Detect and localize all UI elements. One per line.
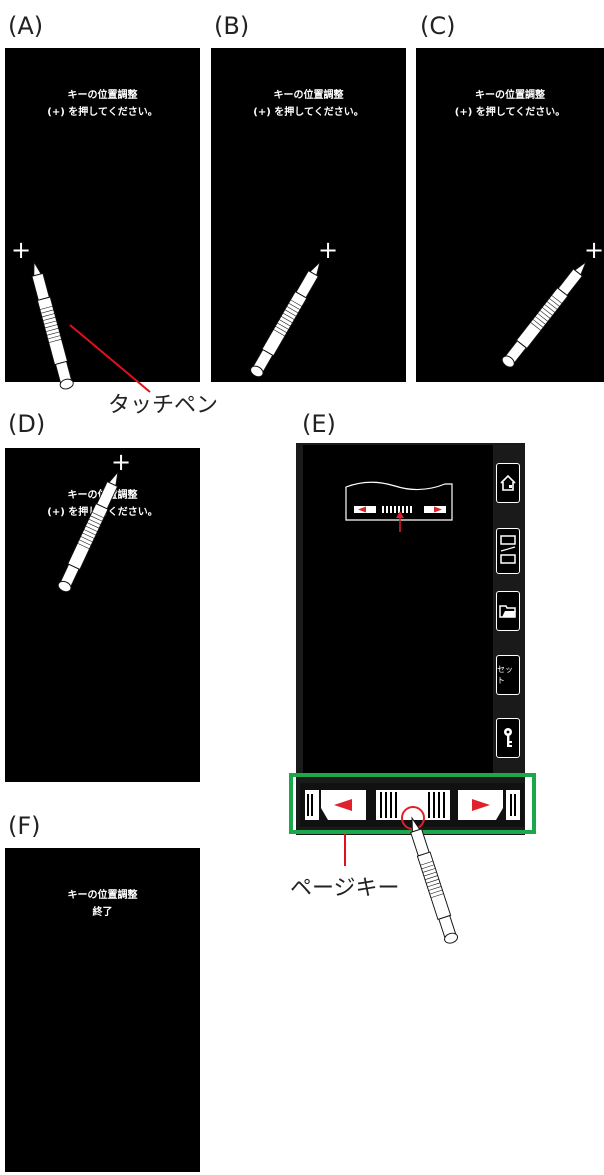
- screen-c: キーの位置調整 (+) を押してください。 +: [416, 48, 604, 382]
- screen-d-instruction: (+) を押してください。: [5, 505, 200, 521]
- folder-button[interactable]: [496, 591, 520, 631]
- calibration-plus-d[interactable]: +: [109, 450, 133, 474]
- calibration-plus-b[interactable]: +: [316, 238, 340, 262]
- page-key-callout: ページキー: [290, 876, 400, 902]
- screen-c-title: キーの位置調整: [416, 88, 604, 104]
- folder-icon: [499, 604, 517, 618]
- screen-f-status: 終了: [5, 905, 200, 921]
- panel-label-f: (F): [8, 812, 41, 840]
- pen-icon: [406, 816, 459, 945]
- touch-pen-callout: タッチペン: [108, 393, 218, 419]
- set-button-label: セット: [497, 664, 519, 686]
- panel-label-b: (B): [214, 12, 249, 40]
- calibration-plus-a[interactable]: +: [9, 238, 33, 262]
- screen-a: キーの位置調整 (+) を押してください。 +: [5, 48, 200, 382]
- machine-icon: [499, 533, 517, 569]
- screen-d: キーの位置調整 (+) を押してください。 +: [5, 448, 200, 782]
- panel-label-c: (C): [420, 12, 455, 40]
- screen-d-title: キーの位置調整: [5, 488, 200, 504]
- key-icon: [502, 727, 514, 749]
- panel-label-d: (D): [8, 410, 45, 438]
- screen-b: キーの位置調整 (+) を押してください。 +: [211, 48, 406, 382]
- panel-label-e: (E): [302, 410, 336, 438]
- home-icon: [500, 474, 516, 492]
- screen-f-title: キーの位置調整: [5, 888, 200, 904]
- calibration-plus-c[interactable]: +: [582, 238, 604, 262]
- screen-b-instruction: (+) を押してください。: [211, 105, 406, 121]
- screen-f: キーの位置調整 終了: [5, 848, 200, 1172]
- set-button[interactable]: セット: [496, 655, 520, 695]
- home-button[interactable]: [496, 463, 520, 503]
- machine-setting-button[interactable]: [496, 528, 520, 574]
- screen-b-title: キーの位置調整: [211, 88, 406, 104]
- screen-c-instruction: (+) を押してください。: [416, 105, 604, 121]
- key-button[interactable]: [496, 718, 520, 758]
- screen-a-instruction: (+) を押してください。: [5, 105, 200, 121]
- panel-label-a: (A): [8, 12, 43, 40]
- screen-a-title: キーの位置調整: [5, 88, 200, 104]
- screen-e-display: [303, 445, 493, 773]
